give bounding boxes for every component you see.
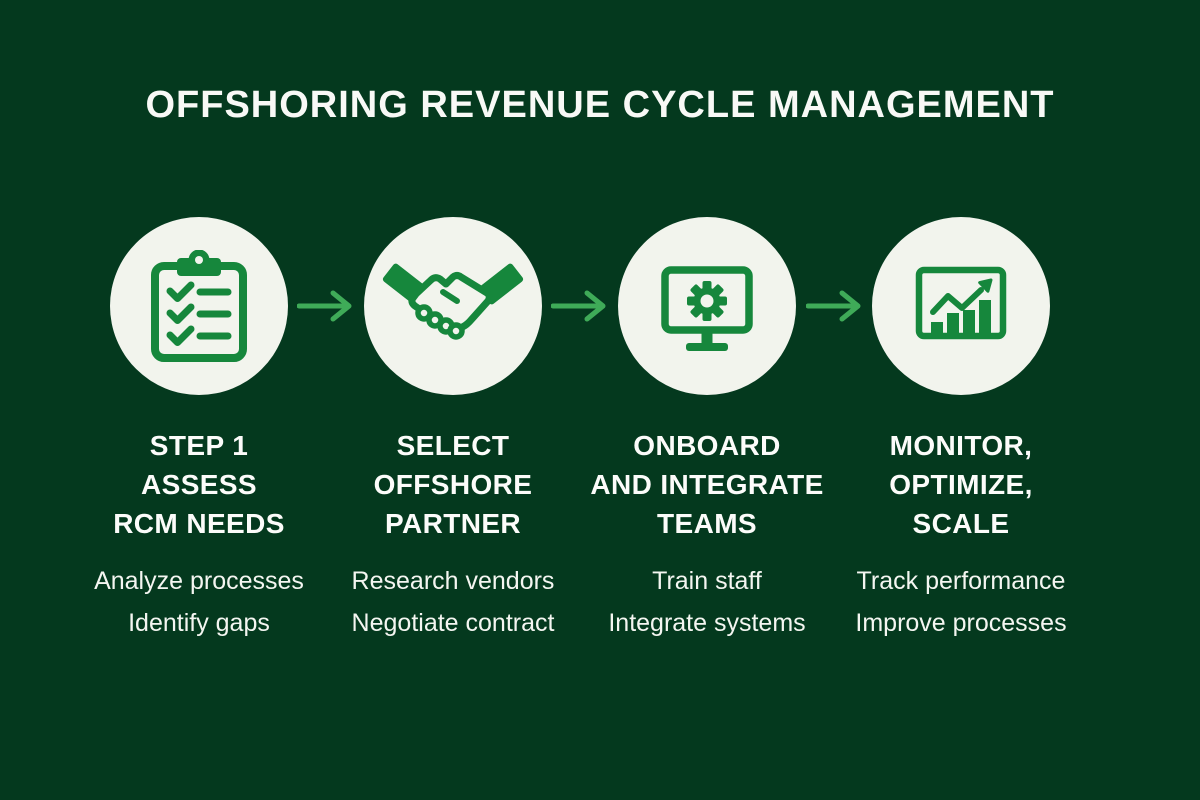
step-title-line: TEAMS xyxy=(657,508,757,539)
step-details: Research vendors Negotiate contract xyxy=(352,560,555,644)
icon-circle-onboard xyxy=(618,217,796,395)
page-title: OFFSHORING REVENUE CYCLE MANAGEMENT xyxy=(145,84,1055,126)
step-detail-line: Research vendors xyxy=(351,567,555,595)
step-title-line: SELECT xyxy=(396,430,510,461)
step-title: STEP 1 ASSESS RCM NEEDS xyxy=(113,426,285,543)
step-title-line: SCALE xyxy=(912,508,1010,539)
step-detail-line: Train staff xyxy=(652,567,762,595)
step-detail-line: Track performance xyxy=(856,567,1066,595)
arrow-right-icon xyxy=(297,289,355,323)
step-title-line: MONITOR, xyxy=(889,430,1033,461)
icon-circle-select-partner xyxy=(364,217,542,395)
icon-circle-assess xyxy=(110,217,288,395)
handshake-icon xyxy=(382,263,524,340)
step-title-line: OPTIMIZE, xyxy=(889,469,1033,500)
step-details: Train staff Integrate systems xyxy=(608,560,805,644)
step-title-line: PARTNER xyxy=(384,508,522,539)
step-detail-line: Integrate systems xyxy=(608,609,806,637)
bar-chart-growth-icon xyxy=(915,266,1007,340)
arrow-right-icon xyxy=(806,289,864,323)
arrow-right-icon xyxy=(551,289,609,323)
step-detail-line: Identify gaps xyxy=(128,609,270,637)
step-details: Track performance Improve processes xyxy=(855,560,1066,644)
clipboard-checklist-icon xyxy=(151,250,247,362)
step-title-line: ONBOARD xyxy=(633,430,781,461)
step-detail-line: Negotiate contract xyxy=(351,609,555,637)
step-column-onboard: ONBOARD AND INTEGRATE TEAMS Train staff … xyxy=(580,217,834,644)
step-column-assess: STEP 1 ASSESS RCM NEEDS Analyze processe… xyxy=(72,217,326,644)
steps-row: STEP 1 ASSESS RCM NEEDS Analyze processe… xyxy=(72,217,1088,644)
step-title-line: STEP 1 xyxy=(149,430,249,461)
step-title: SELECT OFFSHORE PARTNER xyxy=(374,426,533,543)
step-column-monitor: MONITOR, OPTIMIZE, SCALE Track performan… xyxy=(834,217,1088,644)
step-title-line: RCM NEEDS xyxy=(113,508,285,539)
step-detail-line: Analyze processes xyxy=(94,567,304,595)
step-title: ONBOARD AND INTEGRATE TEAMS xyxy=(590,426,823,543)
step-title: MONITOR, OPTIMIZE, SCALE xyxy=(889,426,1033,543)
step-column-select-partner: SELECT OFFSHORE PARTNER Research vendors… xyxy=(326,217,580,644)
step-detail-line: Improve processes xyxy=(855,609,1067,637)
step-title-line: AND INTEGRATE xyxy=(590,469,824,500)
monitor-gear-icon xyxy=(661,266,753,351)
step-details: Analyze processes Identify gaps xyxy=(94,560,304,644)
step-title-line: ASSESS xyxy=(141,469,257,500)
icon-circle-monitor xyxy=(872,217,1050,395)
step-title-line: OFFSHORE xyxy=(373,469,533,500)
